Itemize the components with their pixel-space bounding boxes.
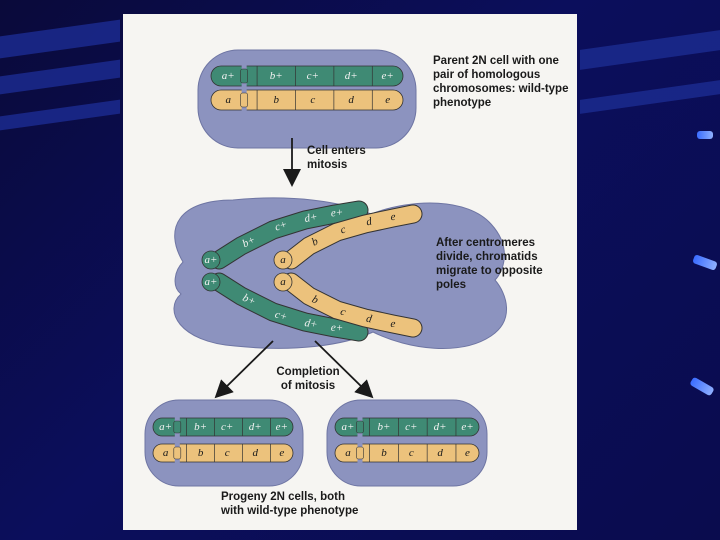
background-glint xyxy=(697,131,713,139)
allele-label: b+ xyxy=(377,421,390,433)
allele-label: e+ xyxy=(276,421,288,433)
allele-label: e+ xyxy=(330,206,343,219)
allele-label: e xyxy=(385,94,390,106)
label-parent-cell: Parent 2N cell with one pair of homologo… xyxy=(433,55,569,109)
background-stripe xyxy=(0,59,120,95)
chromosome-body xyxy=(210,89,404,111)
centromere xyxy=(273,250,293,270)
allele-label: c+ xyxy=(307,70,319,82)
allele-label: c xyxy=(225,447,230,459)
chromosome-body xyxy=(152,443,294,463)
progeny-cell-right xyxy=(326,399,488,487)
chromatid xyxy=(282,273,422,337)
allele-label: d xyxy=(348,94,354,106)
allele-label: c xyxy=(409,447,414,459)
allele-label: a+ xyxy=(222,70,235,82)
allele-label: d+ xyxy=(304,211,319,225)
centromere xyxy=(273,272,293,292)
label-chromatids-migrate: After centromeres divide, chromatids mig… xyxy=(436,237,543,291)
label-cell-enters-mitosis: Cell enters mitosis xyxy=(307,145,366,171)
allele-label: b xyxy=(381,447,387,459)
allele-label: a xyxy=(226,94,232,106)
arrow-to-progeny-left xyxy=(214,340,274,399)
allele-label: d xyxy=(365,313,373,326)
allele-label: b+ xyxy=(241,234,258,250)
allele-label: e+ xyxy=(330,321,343,334)
allele-label: a+ xyxy=(205,254,218,266)
allele-label: c+ xyxy=(405,421,417,433)
allele-label: c+ xyxy=(221,421,233,433)
centromere xyxy=(356,420,364,434)
allele-label: b+ xyxy=(194,421,207,433)
background-glint xyxy=(689,376,715,397)
arrow-to-progeny-right xyxy=(314,340,374,399)
allele-label: b+ xyxy=(270,70,283,82)
allele-label: b xyxy=(310,235,321,248)
allele-label: b xyxy=(310,293,321,306)
allele-label: d xyxy=(437,447,443,459)
allele-label: b+ xyxy=(241,292,258,308)
centromere xyxy=(173,446,182,460)
allele-label: a xyxy=(280,276,286,288)
allele-label: c xyxy=(310,94,315,106)
background-stripe xyxy=(0,19,120,59)
centromere xyxy=(173,420,182,434)
allele-label: a+ xyxy=(341,421,354,433)
allele-label: d+ xyxy=(249,421,262,433)
chromatid xyxy=(282,205,422,269)
allele-label: a xyxy=(280,254,286,266)
chromosome-body xyxy=(210,65,404,87)
parent-chromosomes: a+ b+ c+ d+ e+ a b c d e xyxy=(210,65,404,111)
green-chromatids: b+ c+ d+ e+ b+ c+ d+ e+ a+ a+ xyxy=(201,200,369,342)
background-stripe xyxy=(580,30,720,70)
background-stripe xyxy=(0,99,120,131)
progeny-right-chromosomes: a+ b+ c+ d+ e+ a b c d e xyxy=(334,417,480,463)
label-completion-of-mitosis: Completion of mitosis xyxy=(276,366,340,392)
allele-label: a+ xyxy=(159,421,172,433)
allele-label: e xyxy=(465,447,470,459)
chromosomes: a+ b+ c+ d+ e+ a b c d e a+ b+ c+ d+ e+ a b c d e a+ b+ c+ d+ e+… xyxy=(152,65,480,463)
progeny-cell-left xyxy=(144,399,304,487)
allele-label: e xyxy=(279,447,284,459)
background-stripe xyxy=(580,80,720,114)
allele-label: b xyxy=(274,94,280,106)
label-progeny-cells: Progeny 2N cells, both with wild-type ph… xyxy=(221,491,359,517)
chromosome-body xyxy=(152,417,294,437)
allele-label: a xyxy=(163,447,169,459)
centromere xyxy=(201,272,221,292)
allele-label: e+ xyxy=(381,70,393,82)
allele-label: c xyxy=(339,224,347,237)
allele-label: a xyxy=(345,447,351,459)
chromatid xyxy=(210,201,368,269)
allele-label: a+ xyxy=(205,276,218,288)
allele-label: d+ xyxy=(304,317,319,331)
allele-label: e xyxy=(390,318,396,330)
centromere xyxy=(240,92,248,108)
chromosome-body xyxy=(334,417,480,437)
chromosome-body xyxy=(334,443,480,463)
allele-label: c+ xyxy=(273,218,288,233)
allele-label: d+ xyxy=(345,70,358,82)
background-glint xyxy=(692,254,718,271)
mitosis-diagram: a+ b+ c+ d+ e+ a b c d e a+ b+ c+ d+ e+ a b c d e a+ b+ c+ d+ e+… xyxy=(144,49,507,487)
allele-label: e xyxy=(390,211,396,223)
centromere xyxy=(201,250,221,270)
progeny-left-chromosomes: a+ b+ c+ d+ e+ a b c d e xyxy=(152,417,294,463)
centromere xyxy=(356,446,364,460)
diagram-panel: a+ b+ c+ d+ e+ a b c d e a+ b+ c+ d+ e+ a b c d e a+ b+ c+ d+ e+… xyxy=(123,14,577,530)
allele-label: d xyxy=(252,447,258,459)
allele-label: b xyxy=(198,447,204,459)
centromere xyxy=(240,68,248,84)
allele-label: d+ xyxy=(434,421,447,433)
orange-chromatids: b c d e b c d e aa xyxy=(273,204,423,338)
allele-label: e+ xyxy=(461,421,473,433)
chromatid xyxy=(210,273,368,341)
allele-label: c xyxy=(339,306,347,319)
allele-label: d xyxy=(365,216,373,229)
allele-label: c+ xyxy=(273,308,288,323)
